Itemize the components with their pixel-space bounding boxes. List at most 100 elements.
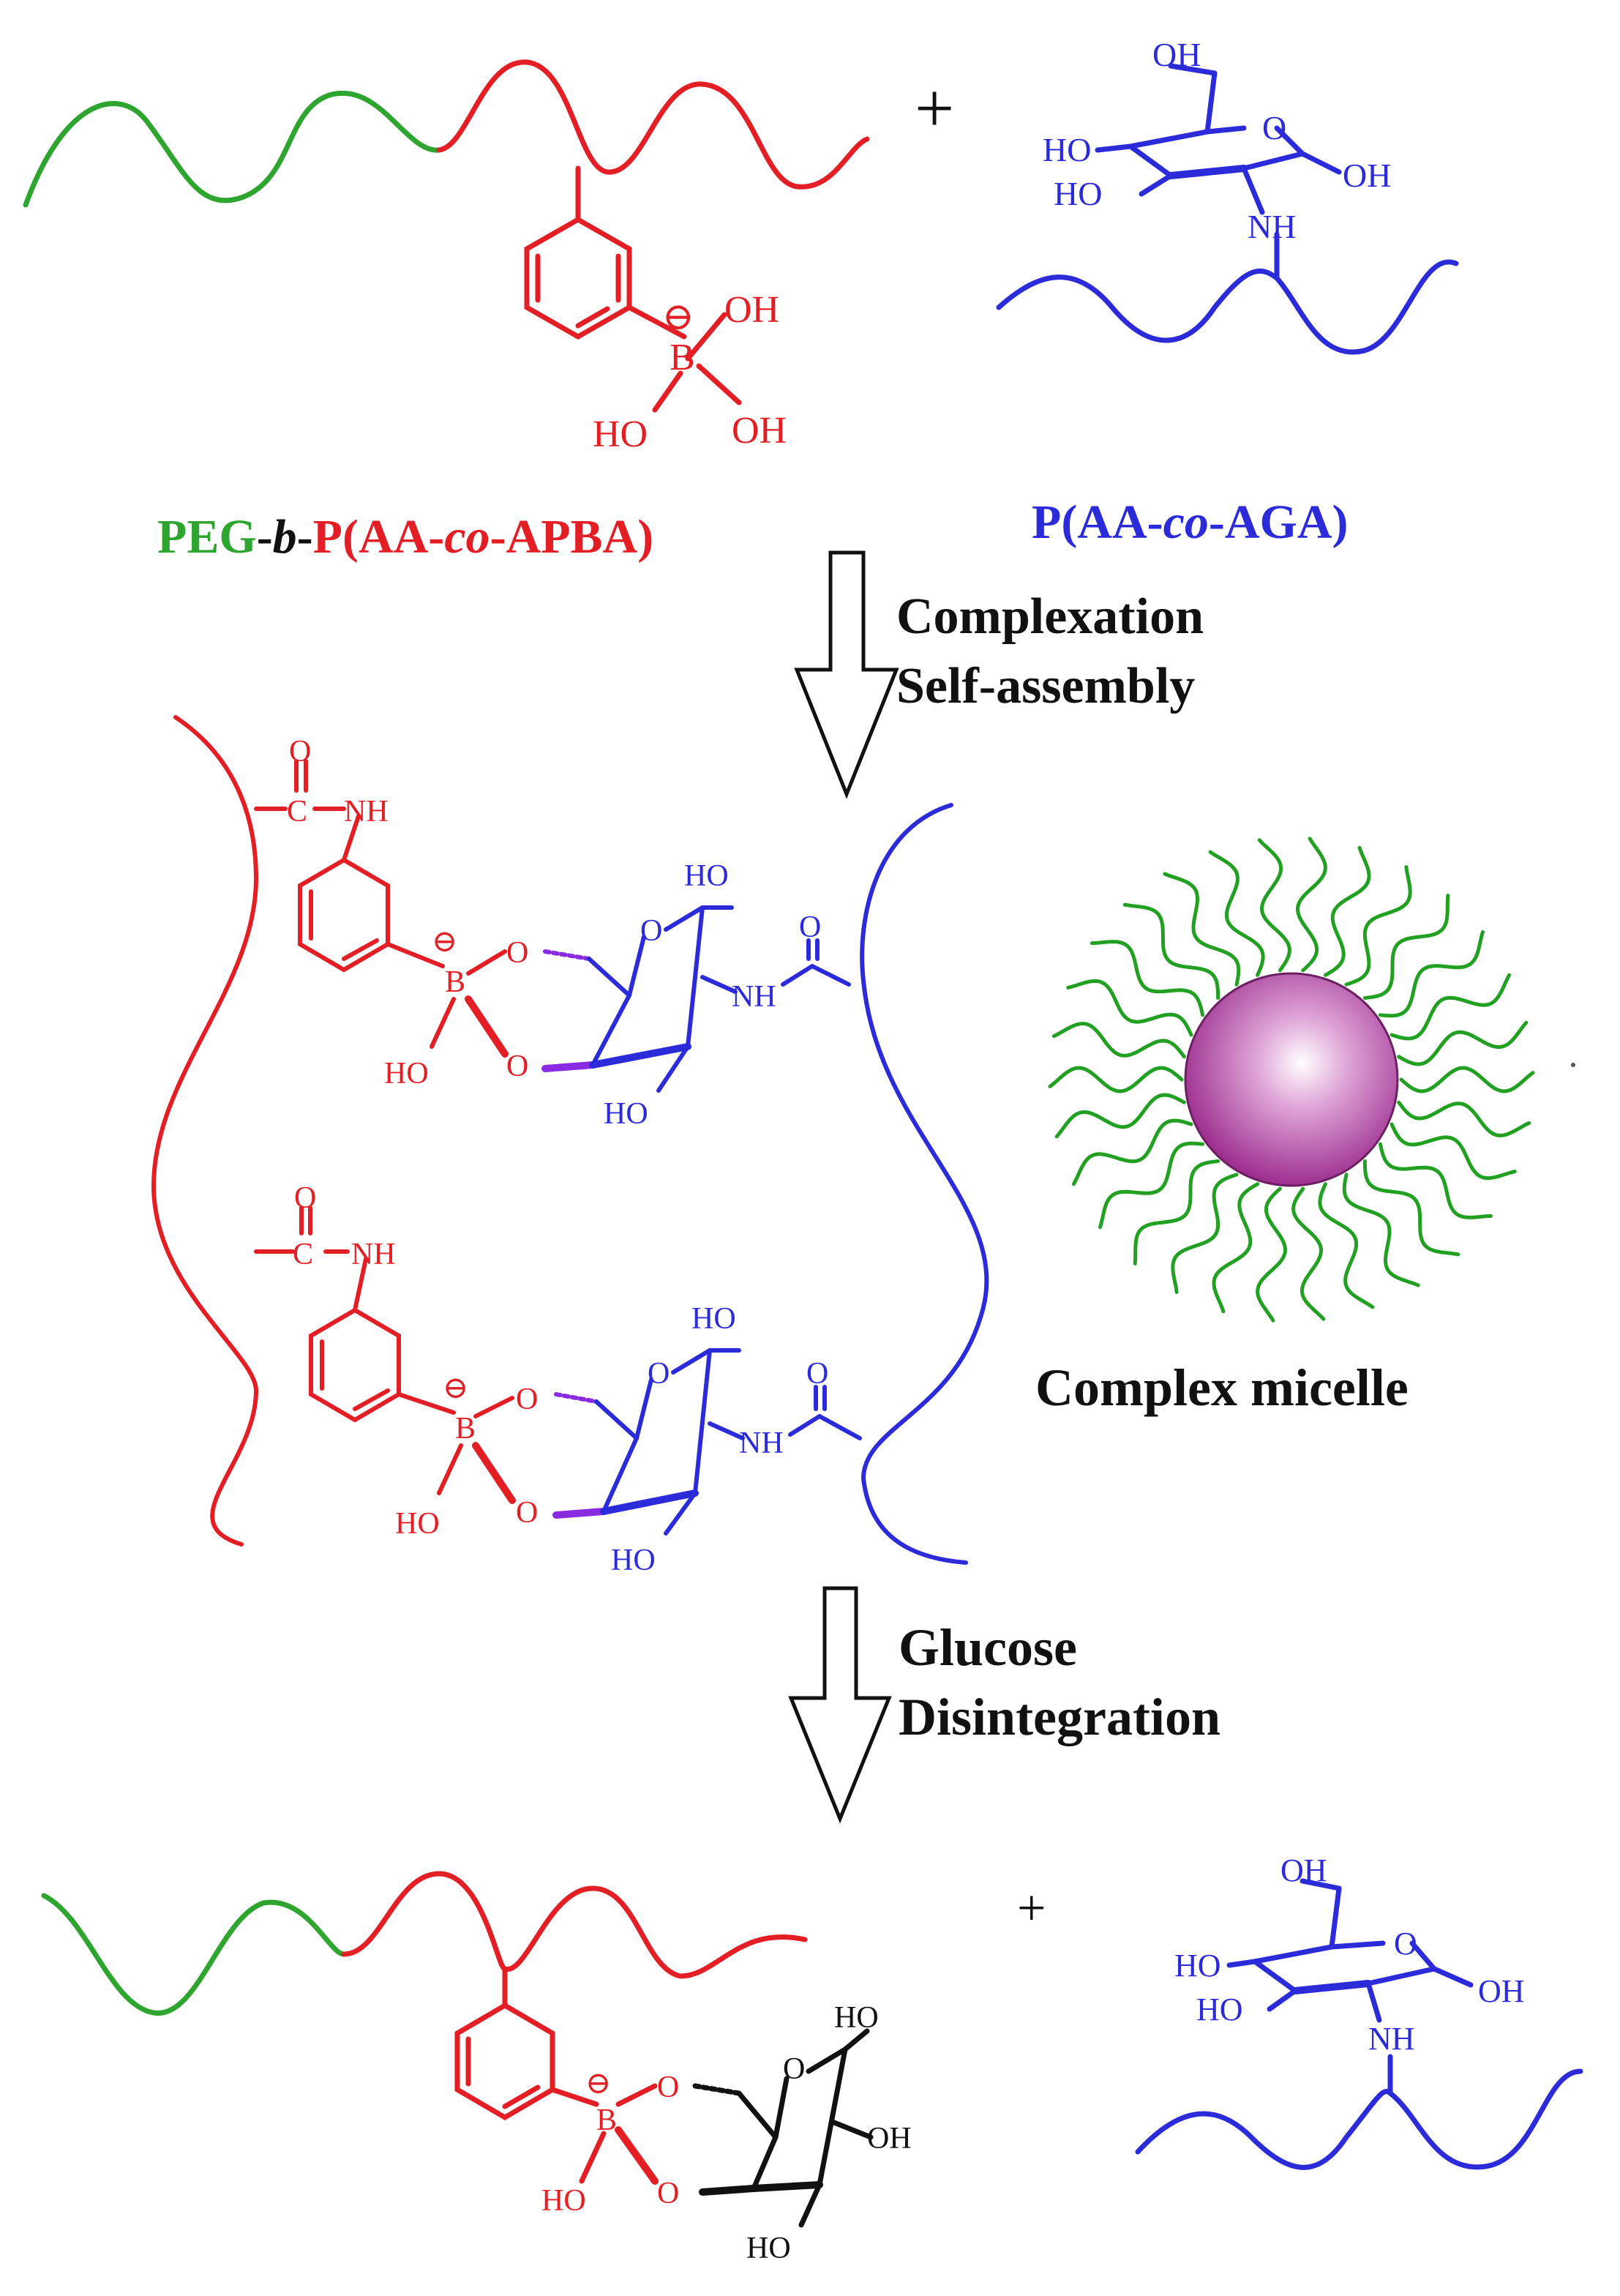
peg-corona-chain <box>1399 1066 1535 1093</box>
carbonyl-oxygen: O <box>806 1357 828 1391</box>
ring-oxygen: O <box>648 1357 670 1391</box>
ring-oxygen: O <box>640 914 662 948</box>
ring-oxygen: O <box>1394 1926 1417 1962</box>
step2-label-line2: Disintegration <box>899 1688 1220 1746</box>
charge-symbol: ⊖ <box>432 925 457 959</box>
complex-micelle <box>1048 837 1535 1323</box>
carbon-label: C <box>287 795 307 829</box>
hydroxyl-label: OH <box>732 410 787 452</box>
peg-corona-chain <box>1048 1066 1184 1093</box>
hydroxyl-label: HO <box>1054 175 1102 212</box>
ring-oxygen: O <box>1262 109 1286 146</box>
apba-backbone <box>151 715 259 1547</box>
peg-chain <box>41 1893 347 2016</box>
peg-corona-chain <box>1362 1159 1460 1257</box>
hydroxyl-label: OH <box>724 289 779 331</box>
peg-corona-chain <box>1397 1100 1531 1138</box>
hydroxyl-label: HO <box>541 2184 586 2218</box>
peg-corona-chain <box>1122 902 1220 1000</box>
aga-chain <box>1135 2068 1583 2170</box>
bottom-atoms-left: ⊖ B O O HO O HO OH HO <box>541 2001 912 2265</box>
sugar-unit-2 <box>552 1348 862 1536</box>
peg-corona-chain <box>1051 1021 1186 1059</box>
hydroxyl-label: HO <box>834 2001 879 2035</box>
hydroxyl-label: HO <box>611 1544 656 1577</box>
apba-unit-2 <box>254 1205 516 1504</box>
peg-corona-chain <box>1342 1173 1420 1287</box>
peg-corona-chain <box>1295 837 1327 973</box>
peg-corona-chain <box>1344 865 1412 987</box>
peg-corona-chain <box>1098 1141 1205 1230</box>
step1-label-line2: Self-assembly <box>896 658 1195 714</box>
hydroxyl-label: OH <box>1152 36 1201 73</box>
amine-label: NH <box>739 1426 784 1460</box>
carbon-label: C <box>293 1238 313 1271</box>
aga-polymer-bottom <box>1135 1878 1583 2170</box>
hydroxyl-label: OH <box>867 2122 912 2155</box>
boronate-atoms-top: ⊖ B OH OH HO <box>593 289 787 455</box>
peg-corona-chain <box>1362 894 1450 1000</box>
peg-corona-chain <box>1208 850 1265 977</box>
peg-corona-chain <box>1291 1186 1326 1321</box>
sugar-unit-1 <box>541 905 851 1093</box>
peg-chain <box>23 91 442 208</box>
arrow-disintegration <box>788 1586 892 1824</box>
amine-label: NH <box>351 1238 396 1271</box>
apba-chain <box>341 1871 808 1979</box>
hydroxyl-label: HO <box>684 859 729 893</box>
ring-oxygen: O <box>783 2052 805 2086</box>
amine-label: NH <box>344 795 389 829</box>
polymer1-name: PEG-b-P(AA-co-APBA) <box>157 510 653 564</box>
boronate-oxygen: O <box>657 2071 679 2104</box>
boron-atom: B <box>670 337 695 378</box>
charge-symbol: ⊖ <box>443 1372 468 1405</box>
boronate-oxygen: O <box>657 2177 679 2210</box>
peg-corona-chain <box>1390 973 1512 1041</box>
glucose-molecule <box>692 2028 874 2228</box>
boron-atom: B <box>596 2104 617 2137</box>
peg-corona-chain <box>1390 1122 1517 1181</box>
peg-corona-chain <box>1212 1182 1260 1314</box>
hydroxyl-label: HO <box>1196 1992 1243 2027</box>
hydroxyl-label: HO <box>593 414 648 455</box>
peg-corona-chain <box>1066 979 1193 1037</box>
peg-corona-chain <box>1378 1142 1493 1219</box>
peg-corona-chain <box>1054 1093 1186 1139</box>
boronate-oxygen: O <box>506 936 528 970</box>
boronate-oxygen: O <box>516 1496 538 1530</box>
aga-chain <box>996 259 1459 355</box>
hydroxyl-label: OH <box>1343 157 1391 194</box>
peg-apba-polymer-bottom <box>41 1871 874 2228</box>
micelle-corona <box>1048 837 1535 1323</box>
hydroxyl-label: OH <box>1478 1973 1525 2009</box>
amine-label: NH <box>1248 208 1296 245</box>
hydroxyl-label: OH <box>1280 1852 1327 1888</box>
hydroxyl-label: HO <box>1174 1948 1221 1983</box>
peg-corona-chain <box>1171 1173 1239 1294</box>
hydroxyl-label: HO <box>746 2232 791 2265</box>
carbonyl-oxygen: O <box>294 1181 316 1215</box>
sugar-atoms-bottom: OH HO HO O OH NH <box>1174 1852 1525 2057</box>
plus-sign-top: + <box>915 69 954 147</box>
arrow-complexation <box>794 550 899 799</box>
peg-corona-chain <box>1090 940 1205 1017</box>
peg-corona-chain <box>1071 1118 1193 1186</box>
peg-corona-chain <box>1323 845 1371 977</box>
step2-label-line1: Glucose <box>899 1618 1077 1677</box>
charge-symbol: ⊖ <box>585 2067 611 2101</box>
micelle-label: Complex micelle <box>1035 1358 1409 1417</box>
boronate-oxygen: O <box>516 1383 538 1416</box>
benzene-ring <box>524 216 632 340</box>
hydroxyl-label: HO <box>395 1507 440 1541</box>
hydroxyl-label: HO <box>691 1302 736 1336</box>
peg-corona-chain <box>1256 1186 1288 1323</box>
carbonyl-oxygen: O <box>799 910 821 944</box>
boron-atom: B <box>445 965 465 999</box>
peg-corona-chain <box>1133 1159 1220 1265</box>
complex-atoms-1: O C NH ⊖ B O O HO O HO NH O HO <box>287 735 821 1131</box>
polymer2-name: P(AA-co-AGA) <box>1032 496 1349 549</box>
step1-label-line1: Complexation <box>896 588 1204 645</box>
boronate-oxygen: O <box>506 1050 528 1083</box>
peg-corona-chain <box>1257 838 1291 973</box>
